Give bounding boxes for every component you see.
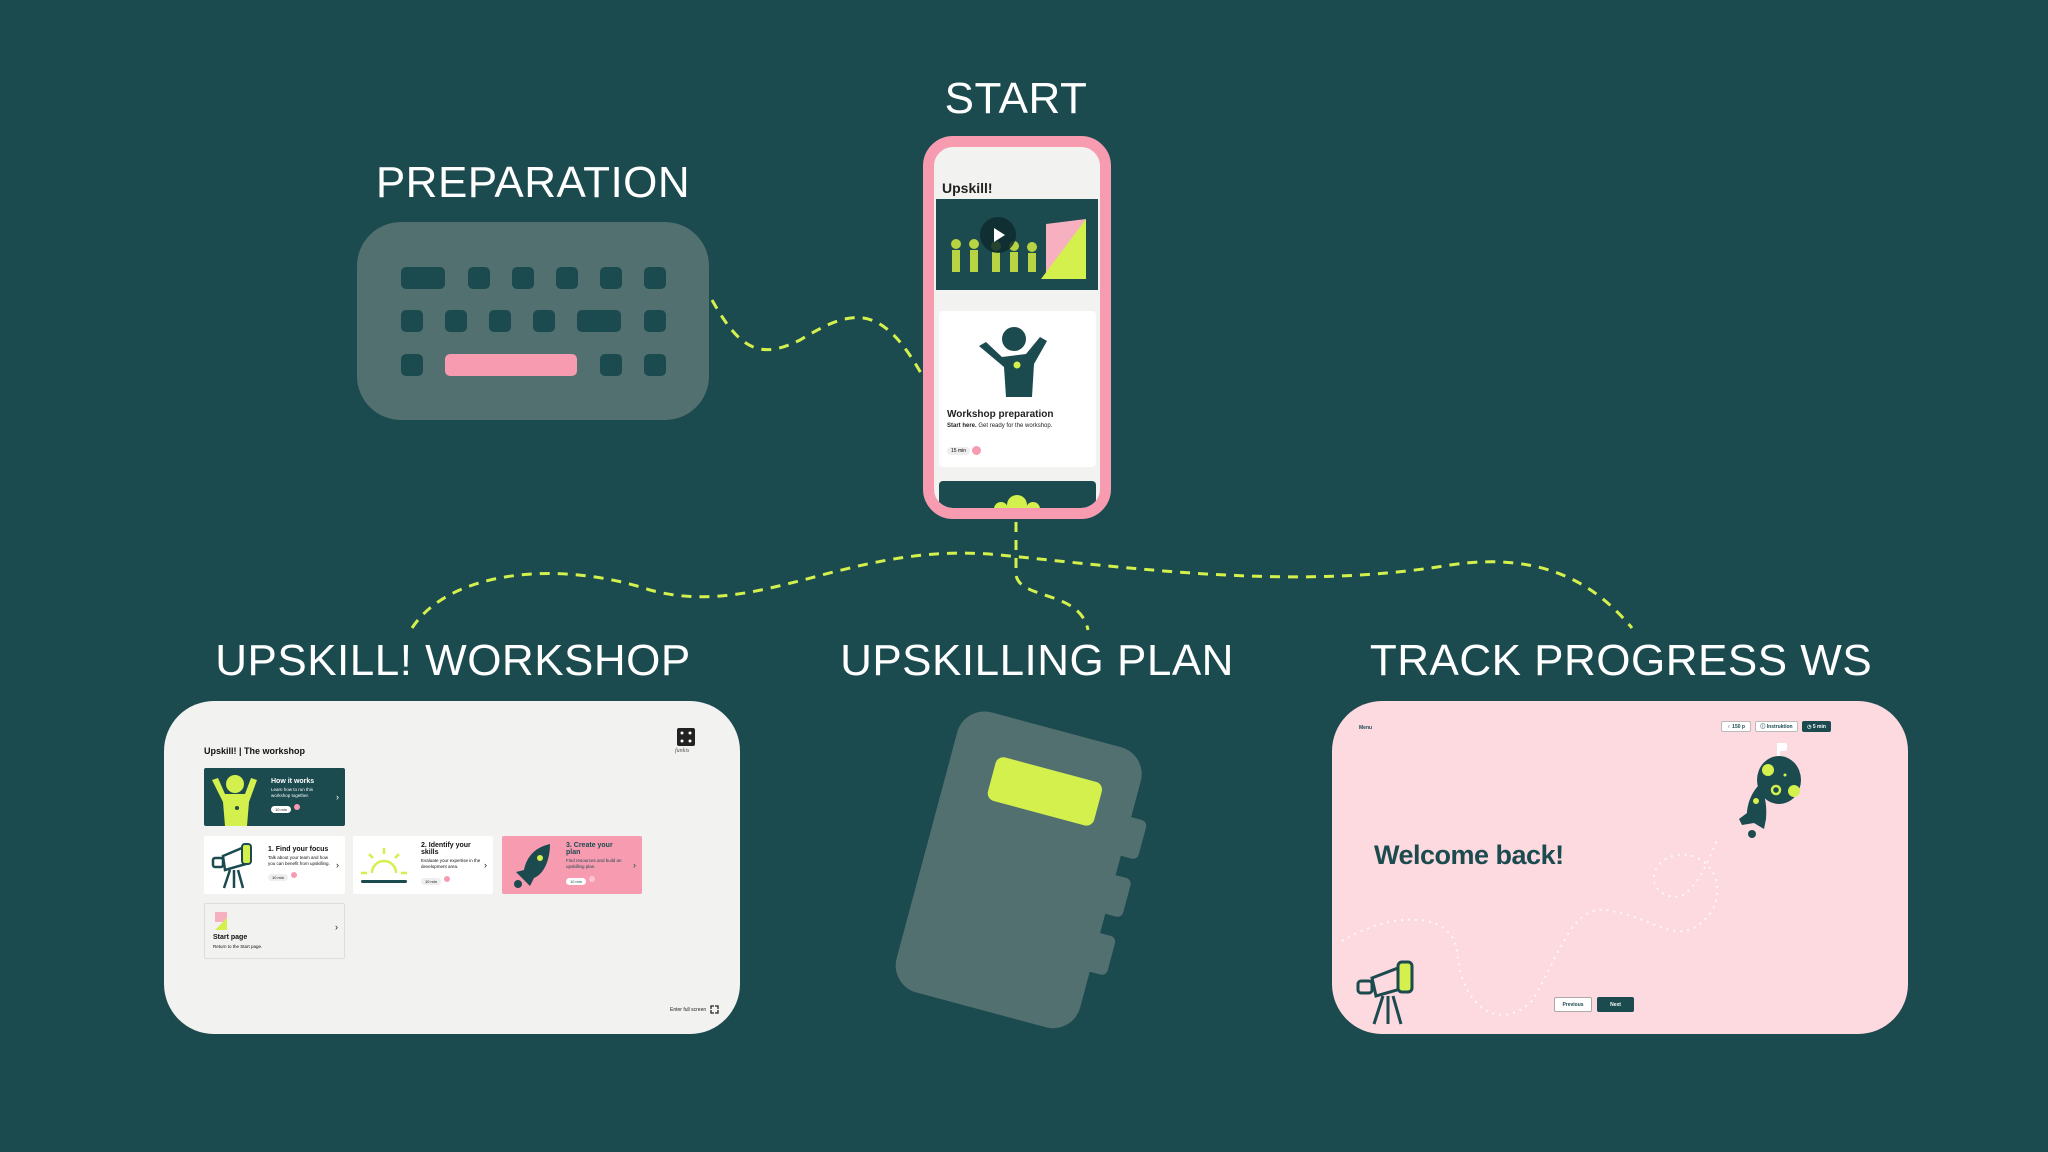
label-track: TRACK PROGRESS WS: [1369, 636, 1873, 685]
instruction-label: Instruktion: [1766, 723, 1793, 730]
planet-icon: [1757, 743, 1801, 804]
check-icon: [291, 872, 298, 879]
video-thumbnail[interactable]: [936, 199, 1098, 290]
workshop-title: Upskill! | The workshop: [204, 746, 306, 756]
check-icon: [444, 875, 451, 882]
tile-title: How it works: [271, 777, 315, 785]
check-icon: [589, 875, 596, 882]
notebook-icon: [895, 711, 1147, 1029]
chevron-right-icon: ›: [335, 922, 338, 932]
start-page-card[interactable]: Start page Return to the Start page. ›: [204, 903, 345, 959]
keyboard-icon: [357, 222, 709, 420]
funkis-logo: [677, 728, 695, 746]
next-card-peek[interactable]: [939, 481, 1096, 508]
previous-button[interactable]: Previous: [1554, 997, 1592, 1012]
check-icon: [294, 804, 301, 811]
chevron-right-icon: ›: [484, 860, 487, 870]
chevron-right-icon: ›: [336, 792, 339, 802]
duration-pill: 10 min: [268, 874, 289, 882]
tile-title: 2. Identify your skills: [421, 842, 471, 857]
timer-badge[interactable]: ◷ 5 min: [1802, 721, 1831, 732]
start-page-icon: [215, 912, 227, 930]
phone-mockup: Upskill! Workshop preparation Start here…: [923, 136, 1111, 519]
label-start: START: [944, 74, 1088, 123]
connector-workshop-track: [410, 551, 1634, 629]
fullscreen-icon: [710, 1005, 719, 1014]
label-plan: UPSKILLING PLAN: [840, 636, 1234, 685]
label-preparation: PREPARATION: [375, 158, 691, 207]
rocket-icon: [1739, 785, 1767, 838]
connector-preparation-start: [710, 299, 924, 376]
welcome-heading: Welcome back!: [1374, 840, 1564, 870]
workshop-preparation-card[interactable]: Workshop preparation Start here. Get rea…: [939, 311, 1096, 467]
fullscreen-label: Enter full screen: [670, 1006, 707, 1013]
points-badge[interactable]: ♀ 150 p: [1721, 721, 1751, 732]
duration-pill: 10 min: [566, 877, 587, 885]
people-illustration: [951, 217, 1086, 279]
next-button[interactable]: Next: [1597, 997, 1634, 1012]
timer-label: 5 min: [1812, 723, 1826, 730]
tile-desc: Evaluate your expertise in the developme…: [421, 858, 481, 869]
tile-title: 3. Create your plan: [566, 842, 613, 857]
duration-pill: 10 min: [421, 877, 442, 885]
duration-pill: 10 min: [271, 806, 292, 814]
dotted-path: [1341, 840, 1719, 1016]
rocket-icon: [514, 844, 550, 888]
tile-desc: Find resources and build an upskilling p…: [566, 858, 622, 869]
telescope-icon: [211, 843, 252, 889]
tile-desc: Learn how to run this workshop together.: [271, 786, 314, 798]
connector-start-plan: [1014, 522, 1090, 631]
workshop-screen: Upskill! | The workshop funkis How it wo…: [164, 701, 740, 1034]
person-cheering-icon: [979, 327, 1047, 397]
telescope-icon: [1356, 960, 1414, 1025]
chevron-right-icon: ›: [633, 860, 636, 870]
tile-desc: Return to the Start page.: [213, 944, 263, 949]
sunrise-icon: [361, 848, 407, 883]
tile-desc: Talk about your team and how you can ben…: [268, 854, 330, 866]
card-title: Workshop preparation: [947, 409, 1054, 420]
points-label: 150 p: [1732, 723, 1745, 730]
menu-button[interactable]: Menu: [1359, 725, 1373, 731]
card-desc: Get ready for the workshop.: [978, 423, 1053, 429]
duration-pill: 15 min: [947, 447, 971, 455]
fullscreen-button[interactable]: Enter full screen: [670, 1005, 719, 1014]
play-icon: [994, 228, 1005, 242]
tile-title: 1. Find your focus: [268, 845, 329, 853]
logo-text: funkis: [675, 748, 690, 754]
instruction-button[interactable]: ⓘ Instruktion: [1755, 721, 1798, 732]
track-progress-screen: Menu ♀ 150 p ⓘ Instruktion ◷ 5 min Welco…: [1332, 701, 1908, 1034]
tile-title: Start page: [213, 934, 248, 941]
person-cheering-icon: [212, 775, 257, 826]
label-workshop: UPSKILL! WORKSHOP: [215, 636, 691, 685]
phone-title: Upskill!: [942, 180, 993, 196]
check-icon: [972, 446, 981, 455]
chevron-right-icon: ›: [336, 860, 339, 870]
card-desc-bold: Start here.: [947, 423, 977, 429]
